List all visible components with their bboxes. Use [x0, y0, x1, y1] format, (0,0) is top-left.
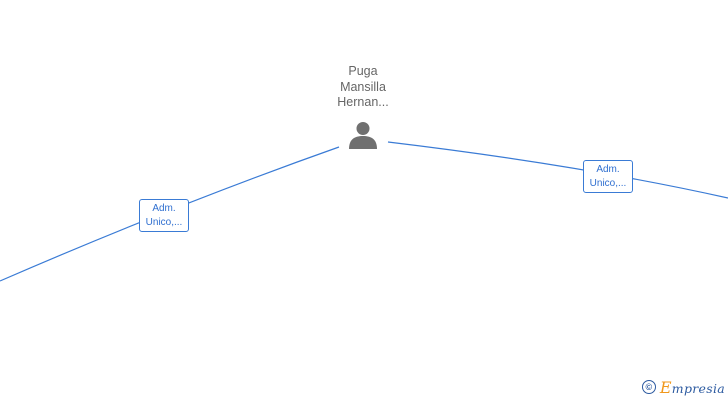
person-name-line-2: Mansilla: [340, 79, 386, 94]
relation-label-left-line-2: Unico,...: [145, 217, 183, 228]
relation-label-left[interactable]: Adm. Unico,...: [139, 199, 189, 232]
person-node-center[interactable]: Puga Mansilla Hernan...: [313, 64, 413, 149]
brand-name: Empresia: [660, 378, 725, 397]
brand-rest: mpresia: [671, 380, 725, 396]
brand-initial: E: [659, 377, 672, 397]
relation-label-right-line-1: Adm.: [596, 164, 620, 175]
relation-label-left-line-1: Adm.: [152, 203, 176, 214]
relation-label-right[interactable]: Adm. Unico,...: [583, 160, 633, 193]
copyright-icon: ©: [641, 380, 656, 394]
empresia-watermark: © Empresia: [641, 378, 725, 397]
person-name-line-1: Puga: [348, 64, 378, 78]
edge-right: [387, 141, 728, 199]
person-name: Puga Mansilla Hernan...: [313, 64, 413, 111]
relation-label-right-line-2: Unico,...: [589, 178, 627, 189]
person-name-line-3: Hernan...: [337, 95, 389, 109]
person-icon[interactable]: [348, 121, 378, 149]
